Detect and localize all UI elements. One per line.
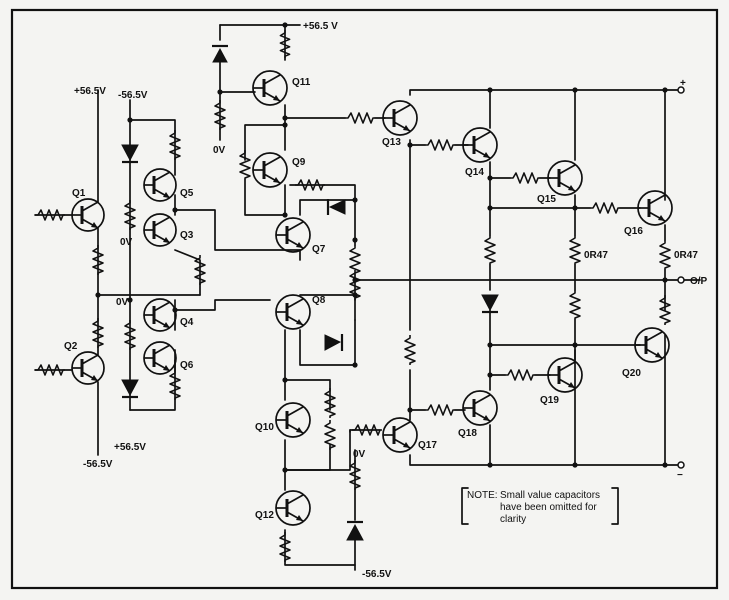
label-q7: Q7 xyxy=(312,244,326,255)
label-q19: Q19 xyxy=(540,395,559,406)
ground-q11: 0V xyxy=(213,145,226,156)
label-q20: Q20 xyxy=(622,368,641,379)
label-q6: Q6 xyxy=(180,360,194,371)
plus-terminal xyxy=(677,86,685,94)
label-q8: Q8 xyxy=(312,295,326,306)
supply-plus-left-bottom: +56.5V xyxy=(114,442,146,453)
label-q12: Q12 xyxy=(255,510,274,521)
note-heading: NOTE: xyxy=(467,490,498,501)
note-line-1: Small value capacitors xyxy=(500,490,600,501)
note-box: NOTE: Small value capacitors have been o… xyxy=(461,487,619,525)
note-line-3: clarity xyxy=(500,514,526,525)
ground-q17: 0V xyxy=(353,449,366,460)
resistor-value-q15: 0R47 xyxy=(584,250,608,261)
label-q18: Q18 xyxy=(458,428,477,439)
label-q9: Q9 xyxy=(292,157,306,168)
label-q11: Q11 xyxy=(292,77,311,88)
label-q3: Q3 xyxy=(180,230,194,241)
label-q15: Q15 xyxy=(537,194,556,205)
label-q5: Q5 xyxy=(180,188,194,199)
terminal-plus-label: + xyxy=(680,78,686,89)
wiring xyxy=(34,24,701,571)
ground-mid: 0V xyxy=(116,297,129,308)
label-q14: Q14 xyxy=(465,167,484,178)
note-line-2: have been omitted for xyxy=(500,502,597,513)
supply-minus-left-top: -56.5V xyxy=(118,90,148,101)
terminal-output-label: O/P xyxy=(690,276,708,287)
resistor-value-q16: 0R47 xyxy=(674,250,698,261)
page-frame xyxy=(10,8,719,590)
label-q1: Q1 xyxy=(72,188,86,199)
label-q4: Q4 xyxy=(180,317,194,328)
supply-minus-left-bottom: -56.5V xyxy=(83,459,113,470)
terminal-minus-label: − xyxy=(677,470,683,481)
supply-plus-left: +56.5V xyxy=(74,86,106,97)
label-q16: Q16 xyxy=(624,226,643,237)
output-terminal xyxy=(677,276,685,284)
supply-plus-top: +56.5 V xyxy=(303,21,338,32)
label-q2: Q2 xyxy=(64,341,78,352)
label-q13: Q13 xyxy=(382,137,401,148)
label-q17: Q17 xyxy=(418,440,437,451)
minus-terminal xyxy=(677,461,685,469)
transistors xyxy=(71,70,673,526)
supply-minus-bottom: -56.5V xyxy=(362,569,392,580)
diodes xyxy=(121,44,499,541)
junction-dots xyxy=(95,22,668,473)
ground-q3: 0V xyxy=(120,237,133,248)
label-q10: Q10 xyxy=(255,422,274,433)
